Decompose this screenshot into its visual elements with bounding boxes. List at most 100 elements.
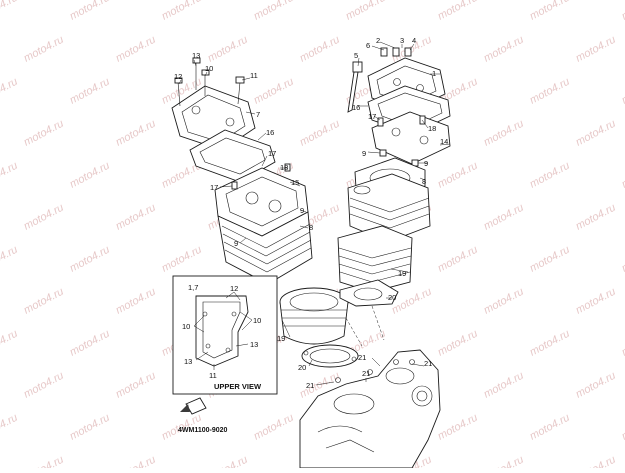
front-base-gasket-20 bbox=[339, 279, 399, 307]
upper-view-inset bbox=[172, 275, 278, 395]
watermark-text: moto4.ru bbox=[298, 118, 342, 149]
watermark-text: moto4.ru bbox=[482, 34, 526, 65]
watermark-text: moto4.ru bbox=[436, 160, 480, 191]
callout-18-rear: 18 bbox=[280, 163, 288, 172]
callout-13: 13 bbox=[192, 51, 200, 60]
callout-17-front: 17 bbox=[368, 112, 376, 121]
callout-10-inset-b: 10 bbox=[253, 316, 261, 325]
callout-7: 7 bbox=[256, 110, 260, 119]
watermark-text: moto4.ru bbox=[436, 412, 480, 443]
watermark-text: moto4.ru bbox=[22, 454, 66, 468]
callout-9-rear-b: 9 bbox=[234, 239, 238, 248]
callout-9-front: 9 bbox=[362, 149, 366, 158]
watermark-text: moto4.ru bbox=[0, 76, 20, 107]
callout-4: 4 bbox=[412, 36, 416, 45]
callout-10-inset-a: 10 bbox=[182, 322, 190, 331]
crankcase bbox=[299, 349, 441, 469]
watermark-text: moto4.ru bbox=[68, 244, 112, 275]
callout-11-inset: 11 bbox=[209, 371, 217, 380]
part-code: 4WM1100-9020 bbox=[178, 427, 228, 434]
watermark-text: moto4.ru bbox=[574, 454, 618, 468]
watermark-text: moto4.ru bbox=[574, 286, 618, 317]
watermark-text: moto4.ru bbox=[344, 0, 388, 23]
callout-labels: 13 10 12 11 7 16 17 18 15 17 9 8 9 5 6 2… bbox=[174, 36, 448, 434]
callout-11: 11 bbox=[250, 71, 258, 80]
watermark-text: moto4.ru bbox=[620, 328, 625, 359]
watermark-text: moto4.ru bbox=[574, 370, 618, 401]
watermark-text: moto4.ru bbox=[114, 286, 158, 317]
watermark-text: moto4.ru bbox=[620, 0, 625, 23]
watermark-text: moto4.ru bbox=[68, 0, 112, 23]
front-cylinder-19 bbox=[337, 225, 413, 293]
assembly-guide-lines bbox=[345, 305, 385, 347]
watermark-text: moto4.ru bbox=[0, 0, 20, 23]
watermark-text: moto4.ru bbox=[22, 118, 66, 149]
watermark-text: moto4.ru bbox=[528, 412, 572, 443]
watermark-text: moto4.ru bbox=[482, 202, 526, 233]
callout-20-rear: 20 bbox=[298, 363, 306, 372]
watermark-text: moto4.ru bbox=[68, 160, 112, 191]
watermark-text: moto4.ru bbox=[620, 76, 625, 107]
watermark-text: moto4.ru bbox=[114, 454, 158, 468]
watermark-text: moto4.ru bbox=[574, 202, 618, 233]
watermark-text: moto4.ru bbox=[114, 34, 158, 65]
rear-cylinder-head-9 bbox=[214, 163, 313, 285]
watermark-text: moto4.ru bbox=[22, 202, 66, 233]
watermark-text: moto4.ru bbox=[528, 160, 572, 191]
callout-13-inset-b: 13 bbox=[250, 340, 258, 349]
callout-3: 3 bbox=[400, 36, 404, 45]
watermark-text: moto4.ru bbox=[390, 286, 434, 317]
watermark-text: moto4.ru bbox=[298, 34, 342, 65]
watermark-text: moto4.ru bbox=[0, 328, 20, 359]
watermark-text: moto4.ru bbox=[206, 34, 250, 65]
watermark-text: moto4.ru bbox=[252, 76, 296, 107]
watermark-text: moto4.ru bbox=[22, 34, 66, 65]
callout-21-b: 21 bbox=[424, 359, 432, 368]
callout-9-front-b: 9 bbox=[424, 159, 428, 168]
callout-13-inset-a: 13 bbox=[184, 357, 192, 366]
watermark-text: moto4.ru bbox=[528, 244, 572, 275]
watermark-text: moto4.ru bbox=[482, 454, 526, 468]
watermark-text: moto4.ru bbox=[252, 412, 296, 443]
watermark-text: moto4.ru bbox=[160, 244, 204, 275]
callout-17-rear-b: 17 bbox=[210, 183, 218, 192]
watermark-text: moto4.ru bbox=[160, 0, 204, 23]
callout-21-c: 21 bbox=[306, 381, 314, 390]
leader-lines bbox=[178, 41, 451, 386]
rear-cylinder-19 bbox=[279, 287, 349, 345]
watermark-text: moto4.ru bbox=[0, 160, 20, 191]
front-cylinder-head bbox=[347, 173, 431, 243]
callout-16-front: 16 bbox=[352, 103, 360, 112]
callout-19-front: 19 bbox=[398, 269, 406, 278]
callout-19-rear: 19 bbox=[277, 334, 285, 343]
watermark-text: moto4.ru bbox=[0, 244, 20, 275]
callout-1: 1 bbox=[432, 69, 436, 78]
watermark-text: moto4.ru bbox=[68, 328, 112, 359]
watermark-text: moto4.ru bbox=[206, 454, 250, 468]
front-head-plate-14 bbox=[371, 111, 451, 165]
watermark-text: moto4.ru bbox=[482, 118, 526, 149]
callout-21-a: 21 bbox=[358, 353, 366, 362]
watermark-text: moto4.ru bbox=[528, 76, 572, 107]
inset-title: UPPER VIEW bbox=[214, 382, 262, 391]
watermark-text: moto4.ru bbox=[68, 76, 112, 107]
watermark-text: moto4.ru bbox=[22, 370, 66, 401]
watermark-text: moto4.ru bbox=[620, 244, 625, 275]
watermark-text: moto4.ru bbox=[620, 160, 625, 191]
callout-12: 12 bbox=[174, 72, 182, 81]
callout-17-rear: 17 bbox=[268, 149, 276, 158]
watermark-text: moto4.ru bbox=[528, 0, 572, 23]
oil-pipe-5 bbox=[347, 61, 363, 113]
watermark-text: moto4.ru bbox=[482, 286, 526, 317]
callout-10: 10 bbox=[205, 64, 213, 73]
watermark-text: moto4.ru bbox=[620, 412, 625, 443]
watermark-text: moto4.ru bbox=[22, 286, 66, 317]
callout-14: 14 bbox=[440, 137, 448, 146]
watermark-text: moto4.ru bbox=[436, 244, 480, 275]
watermark-text: moto4.ru bbox=[436, 0, 480, 23]
callout-21-d: 21 bbox=[362, 369, 370, 378]
callout-1-7: 1,7 bbox=[188, 283, 198, 292]
